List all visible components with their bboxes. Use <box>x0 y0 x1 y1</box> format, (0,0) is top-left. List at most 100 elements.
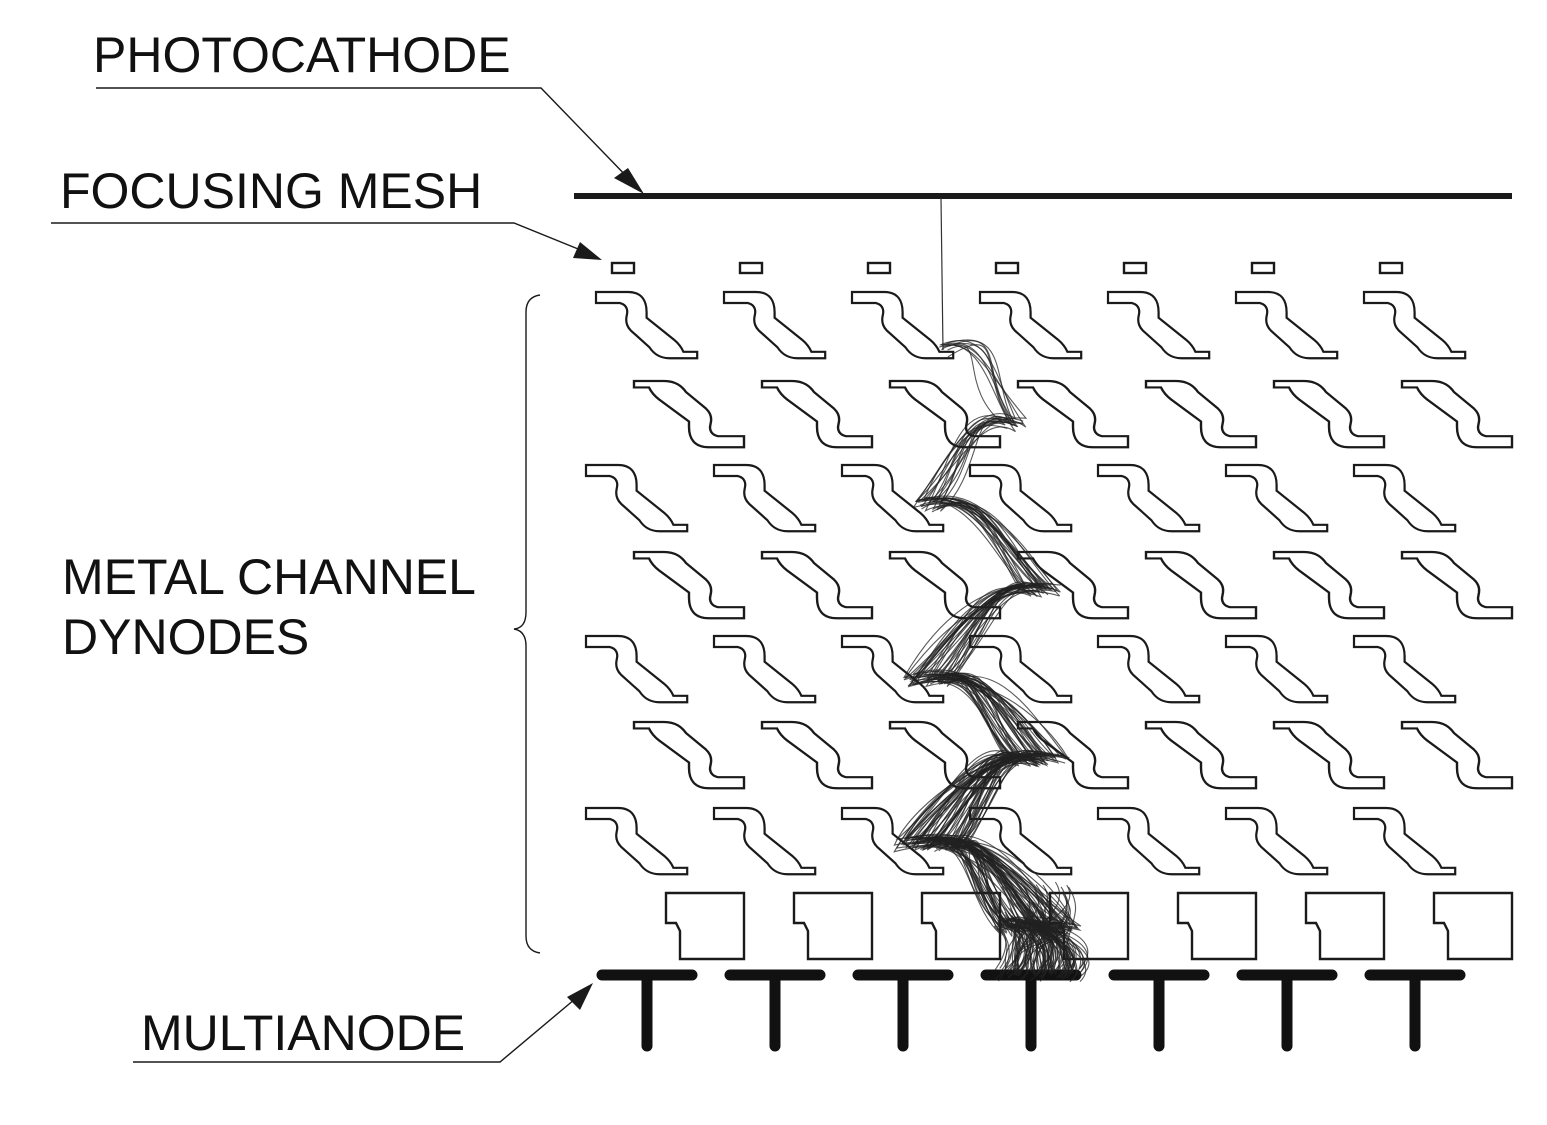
last-dynode-block <box>1176 891 1258 961</box>
electron-trajectory <box>1036 908 1047 976</box>
photoelectron-path <box>940 197 944 351</box>
dynode-element <box>632 550 746 620</box>
dynode-element <box>1400 720 1514 790</box>
focusing-mesh-element <box>866 261 892 275</box>
focusing-mesh-element <box>1122 261 1148 275</box>
electron-trajectory <box>1007 912 1048 969</box>
electron-trajectory <box>938 340 1042 973</box>
dynode-element <box>632 720 746 790</box>
dynode-element <box>888 550 1002 620</box>
multianode <box>596 969 1466 1052</box>
electron-trajectory <box>1066 886 1077 971</box>
metal-channel-dynodes <box>584 290 1514 876</box>
dynode-element <box>594 290 699 360</box>
dynode-element <box>1224 806 1329 876</box>
dynode-element <box>1016 379 1130 449</box>
dynode-element <box>978 290 1083 360</box>
dynode-element <box>1400 550 1514 620</box>
electron-trajectory <box>932 345 1068 980</box>
last-dynode-block <box>664 891 746 961</box>
focusing-mesh-element <box>1378 261 1404 275</box>
dynode-element <box>584 634 689 704</box>
electron-trajectory <box>1024 881 1061 970</box>
focusing-mesh <box>610 261 1404 275</box>
last-dynode-stage <box>664 891 1514 961</box>
dynode-element <box>968 634 1073 704</box>
dynode-element <box>968 463 1073 533</box>
dynode-element <box>850 290 955 360</box>
dynode-element <box>1224 463 1329 533</box>
electron-trajectory <box>902 679 1055 978</box>
electron-trajectory <box>917 343 1060 976</box>
anode-element <box>1108 969 1210 1052</box>
dynode-element <box>760 720 874 790</box>
dynode-element <box>840 463 945 533</box>
electron-trajectory <box>913 420 1049 969</box>
last-dynode-block <box>920 891 1002 961</box>
photocathode-leader <box>96 87 644 194</box>
dynode-element <box>1096 463 1201 533</box>
dynode-element <box>760 550 874 620</box>
electron-trajectory <box>1030 898 1067 973</box>
anode-element <box>852 969 954 1052</box>
dynode-element <box>584 463 689 533</box>
dynode-element <box>1362 290 1467 360</box>
dynode-element <box>1400 379 1514 449</box>
electron-trajectory <box>922 344 1045 975</box>
dynode-element <box>1144 379 1258 449</box>
metal-channel-dynodes-label-line1: METAL CHANNEL <box>62 549 476 605</box>
focusing-mesh-element <box>738 261 764 275</box>
focusing-mesh-leader <box>51 222 602 260</box>
focusing-mesh-element <box>994 261 1020 275</box>
dynode-element <box>1016 550 1130 620</box>
anode-element <box>1236 969 1338 1052</box>
photocathode-label: PHOTOCATHODE <box>93 27 511 83</box>
multianode-label: MULTIANODE <box>141 1005 466 1061</box>
dynode-element <box>1144 550 1258 620</box>
dynode-element <box>712 463 817 533</box>
electron-trajectories <box>893 339 1090 983</box>
electron-trajectory <box>1045 907 1062 971</box>
dynode-element <box>888 720 1002 790</box>
multianode-leader <box>133 983 593 1063</box>
dynode-element <box>840 806 945 876</box>
last-dynode-block <box>1304 891 1386 961</box>
dynode-element <box>1272 550 1386 620</box>
anode-element <box>596 969 698 1052</box>
electron-trajectory <box>1009 907 1021 976</box>
focusing-mesh-label: FOCUSING MESH <box>60 163 483 219</box>
dynode-element <box>840 634 945 704</box>
last-dynode-block <box>1432 891 1514 961</box>
electron-trajectory <box>1000 886 1035 976</box>
anode-element <box>980 969 1082 1052</box>
dynode-element <box>1096 634 1201 704</box>
dynode-element <box>1352 806 1457 876</box>
dynode-element <box>1016 720 1130 790</box>
dynode-element <box>1106 290 1211 360</box>
dynode-element <box>1272 720 1386 790</box>
electron-trajectory <box>1015 902 1074 973</box>
electron-trajectory <box>1004 888 1040 972</box>
dynode-element <box>1234 290 1339 360</box>
metal-channel-dynodes-label-line2: DYNODES <box>62 609 310 665</box>
dynode-element <box>1224 634 1329 704</box>
dynode-element <box>1352 634 1457 704</box>
electron-trajectory <box>918 343 1060 974</box>
focusing-mesh-element <box>1250 261 1276 275</box>
dynode-element <box>712 634 817 704</box>
electron-trajectory <box>901 497 1061 977</box>
dynode-element <box>1096 806 1201 876</box>
electron-trajectory <box>1029 916 1054 973</box>
anode-element <box>724 969 826 1052</box>
dynode-element <box>760 379 874 449</box>
dynode-element <box>712 806 817 876</box>
electron-trajectory <box>1004 911 1020 976</box>
electron-trajectory <box>1026 915 1071 975</box>
dynode-element <box>1144 720 1258 790</box>
dynode-bracket <box>513 294 541 954</box>
last-dynode-block <box>792 891 874 961</box>
anode-element <box>1364 969 1466 1052</box>
dynode-element <box>888 379 1002 449</box>
dynode-element <box>632 379 746 449</box>
